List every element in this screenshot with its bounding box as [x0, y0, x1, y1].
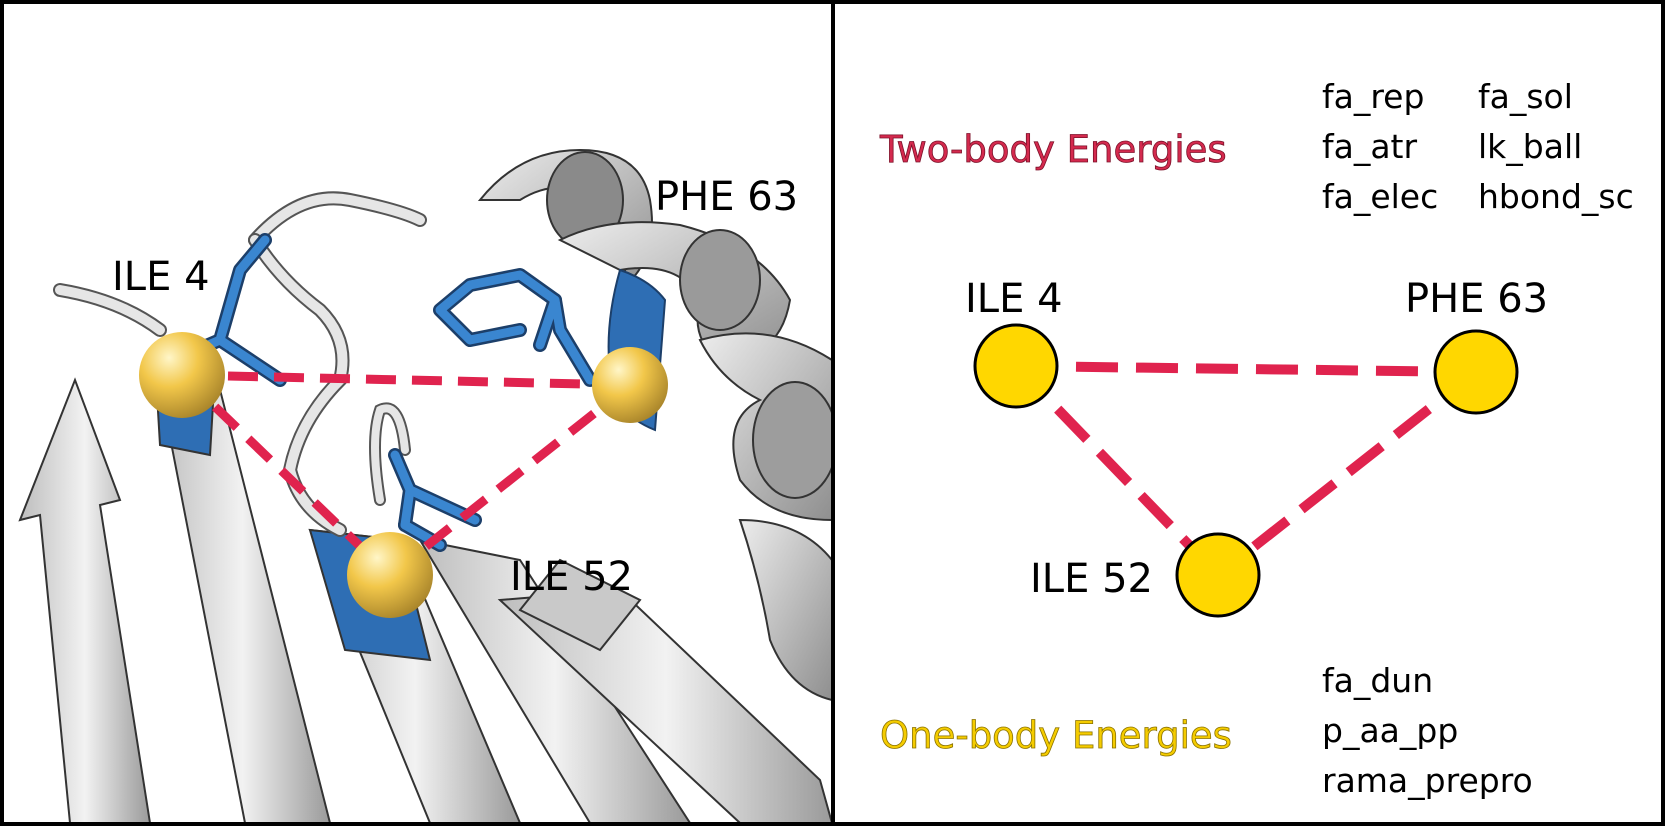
- contact-lines: [178, 370, 633, 579]
- label-phe63: PHE 63: [655, 174, 798, 220]
- node-label-ile52: ILE 52: [1030, 556, 1153, 602]
- two-body-term: lk_ball: [1478, 127, 1582, 166]
- two-body-term: fa_sol: [1478, 77, 1573, 116]
- edge-ile4-phe63: [1015, 361, 1477, 377]
- two-body-term: fa_rep: [1322, 77, 1424, 116]
- label-ile4: ILE 4: [112, 254, 210, 300]
- two-body-terms: fa_rep fa_atr fa_elec fa_sol lk_ball hbo…: [1322, 77, 1634, 216]
- label-ile52: ILE 52: [510, 554, 633, 600]
- energy-graph-panel: ILE 4 PHE 63 ILE 52 Two-body Energies fa…: [879, 77, 1634, 800]
- one-body-term: rama_prepro: [1322, 761, 1533, 800]
- node-ile52: [1175, 532, 1261, 618]
- two-body-term: hbond_sc: [1478, 177, 1634, 216]
- two-body-term: fa_atr: [1322, 127, 1418, 166]
- one-body-terms: fa_dun p_aa_pp rama_prepro: [1322, 661, 1533, 800]
- edge-phe63-ile52: [1214, 368, 1480, 579]
- one-body-term: fa_dun: [1322, 661, 1433, 700]
- ile52-sphere: [347, 532, 433, 618]
- two-body-title: Two-body Energies: [879, 128, 1227, 171]
- node-phe63: [1433, 329, 1519, 415]
- edge-ile4-ile52: [1012, 362, 1222, 579]
- node-ile4: [973, 323, 1059, 409]
- alpha-helix: [477, 148, 832, 702]
- node-label-ile4: ILE 4: [965, 276, 1063, 322]
- one-body-title: One-body Energies: [880, 714, 1232, 757]
- ile4-sphere: [139, 332, 225, 418]
- one-body-term: p_aa_pp: [1322, 711, 1458, 750]
- protein-structure-panel: ILE 4 PHE 63 ILE 52: [3, 3, 832, 823]
- two-body-term: fa_elec: [1322, 177, 1438, 216]
- node-label-phe63: PHE 63: [1405, 276, 1548, 322]
- phe63-sphere: [592, 347, 668, 423]
- graph-edges: [1012, 361, 1480, 579]
